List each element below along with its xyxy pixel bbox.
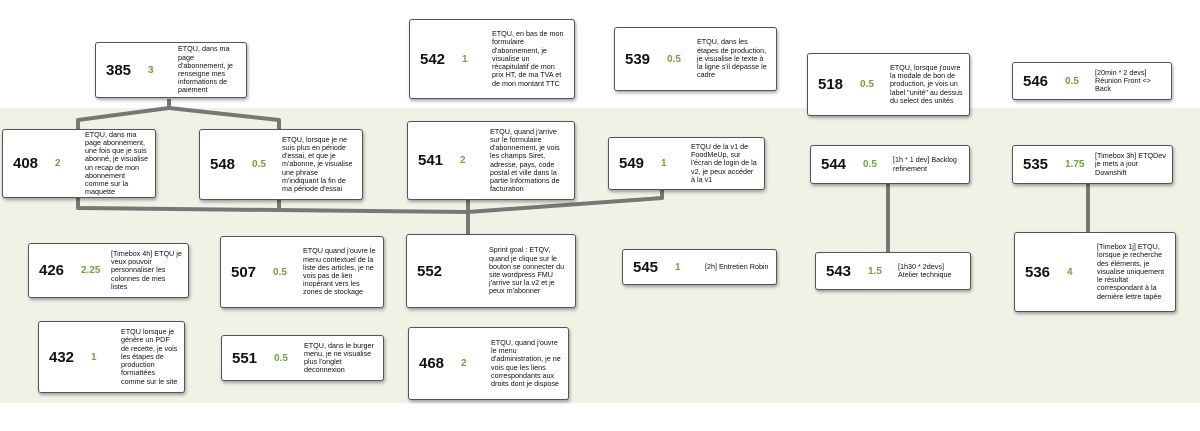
story-card[interactable]: 432 1 ETQU lorsque je génère un PDF de r… [38, 321, 185, 393]
story-card[interactable]: 551 0.5 ETQU, dans le burger menu, je ne… [221, 335, 384, 381]
story-card[interactable]: 536 4 [Timebox 1j] ETQU, lorsque je rech… [1014, 232, 1176, 312]
connector-549-552 [467, 190, 664, 214]
story-card[interactable]: 543 1.5 [1h30 * 2devs] Atelier technique [815, 252, 971, 290]
story-points: 2 [55, 158, 61, 169]
story-text: ETQU, lorsque j'ouvre la modale de bon d… [890, 62, 963, 105]
story-text: [1h30 * 2devs] Atelier technique [898, 261, 952, 279]
story-card[interactable]: 546 0.5 [20min * 2 devs] Réunion Front <… [1012, 62, 1172, 100]
story-id: 385 [106, 61, 132, 79]
story-card[interactable]: 518 0.5 ETQU, lorsque j'ouvre la modale … [807, 53, 970, 116]
connector-385-548 [168, 106, 281, 129]
story-points: 3 [148, 64, 154, 76]
story-text: ETQU, quand j'ouvre le menu d'administra… [491, 337, 561, 388]
story-id: 551 [232, 349, 258, 367]
connector-385-408 [76, 99, 171, 129]
story-card[interactable]: 507 0.5 ETQU quand j'ouvre le menu conte… [220, 236, 384, 308]
story-id: 408 [13, 155, 39, 172]
story-card[interactable]: 539 0.5 ETQU, dans les étapes de product… [614, 27, 777, 91]
story-card[interactable]: 548 0.5 ETQU, lorsque je ne suis plus en… [199, 129, 363, 200]
story-points: 0.5 [252, 159, 266, 170]
story-points: 0.5 [274, 352, 288, 364]
story-id: 539 [625, 50, 651, 68]
story-text: [Timebox 4h] ETQU je veux pouvoir person… [111, 248, 182, 291]
story-id: 535 [1023, 156, 1049, 173]
story-points: 0.5 [860, 79, 874, 90]
story-id: 544 [821, 156, 847, 173]
story-text: [Timebox 1j] ETQU, lorsque je recherche … [1097, 242, 1165, 301]
story-text: [20min * 2 devs] Réunion Front <> Back [1095, 67, 1151, 94]
story-points: 0.5 [863, 159, 877, 170]
story-id: 541 [418, 152, 444, 169]
story-text: ETQU de la v1 de FoodMeUp, sur l'écran d… [691, 141, 757, 184]
story-id: 536 [1025, 263, 1051, 281]
story-card[interactable]: 544 0.5 [1h * 1 dev] Backlog refinement [810, 145, 970, 184]
story-id: 545 [633, 258, 659, 276]
story-card[interactable]: 468 2 ETQU, quand j'ouvre le menu d'admi… [408, 327, 569, 400]
story-text: ETQU, quand j'arrive sur le formulaire d… [490, 126, 560, 194]
story-text: ETQU, dans ma page abonnement, une fois … [85, 129, 149, 197]
story-id: 432 [49, 348, 75, 366]
story-id: 546 [1023, 72, 1049, 90]
story-id: 518 [818, 76, 844, 93]
story-text: [2h] Entretien Robin [705, 261, 769, 271]
story-text: ETQU, dans les étapes de production, je … [697, 37, 767, 80]
story-text: ETQU, dans ma page d'abonnement, je rens… [178, 44, 233, 95]
story-id: 549 [619, 155, 645, 172]
story-card[interactable]: 426 2.25 [Timebox 4h] ETQU je veux pouvo… [28, 243, 189, 298]
story-card[interactable]: 535 1.75 [Timebox 3h] ETQDev je mets a j… [1012, 145, 1173, 184]
story-text: ETQU quand j'ouvre le menu contextuel de… [303, 246, 376, 297]
story-points: 1 [91, 351, 97, 363]
story-text: ETQU, dans le burger menu, je ne visuali… [304, 340, 374, 375]
story-points: 2 [461, 358, 467, 369]
story-points: 0.5 [667, 53, 681, 65]
story-id: 542 [420, 50, 446, 68]
story-points: 1 [675, 261, 681, 273]
story-card[interactable]: 549 1 ETQU de la v1 de FoodMeUp, sur l'é… [608, 137, 765, 190]
story-text: ETQU lorsque je génère un PDF de recette… [121, 327, 178, 386]
story-card[interactable]: 542 1 ETQU, en bas de mon formulaire d'a… [409, 19, 575, 99]
story-id: 468 [419, 355, 445, 372]
story-points: 1 [661, 158, 667, 169]
story-id: 543 [826, 262, 852, 280]
story-card[interactable]: 552 Sprint goal : ETQV, quand je clique … [406, 234, 576, 308]
story-text: Sprint goal : ETQV, quand je clique sur … [489, 245, 565, 296]
story-card[interactable]: 408 2 ETQU, dans ma page abonnement, une… [2, 129, 156, 198]
story-points: 2 [460, 155, 466, 166]
story-id: 548 [210, 156, 236, 173]
story-points: 0.5 [273, 266, 287, 278]
story-id: 426 [39, 262, 65, 279]
story-points: 1 [462, 53, 468, 65]
connector-408-552 [76, 198, 470, 234]
story-points: 0.5 [1065, 75, 1079, 87]
story-card[interactable]: 385 3 ETQU, dans ma page d'abonnement, j… [95, 42, 247, 98]
story-points: 2.25 [81, 265, 101, 276]
story-points: 1.75 [1065, 159, 1085, 170]
story-card[interactable]: 545 1 [2h] Entretien Robin [622, 249, 777, 285]
story-text: [Timebox 3h] ETQDev je mets a jour Downs… [1095, 151, 1166, 177]
story-text: [1h * 1 dev] Backlog refinement [893, 155, 957, 173]
story-text: ETQU, lorsque je ne suis plus en période… [282, 134, 353, 193]
story-points: 4 [1067, 266, 1073, 278]
story-points: 1.5 [868, 265, 882, 277]
story-text: ETQU, en bas de mon formulaire d'abonnem… [492, 29, 564, 88]
story-card[interactable]: 541 2 ETQU, quand j'arrive sur le formul… [407, 121, 575, 200]
story-id: 552 [417, 262, 443, 280]
story-id: 507 [231, 263, 257, 281]
